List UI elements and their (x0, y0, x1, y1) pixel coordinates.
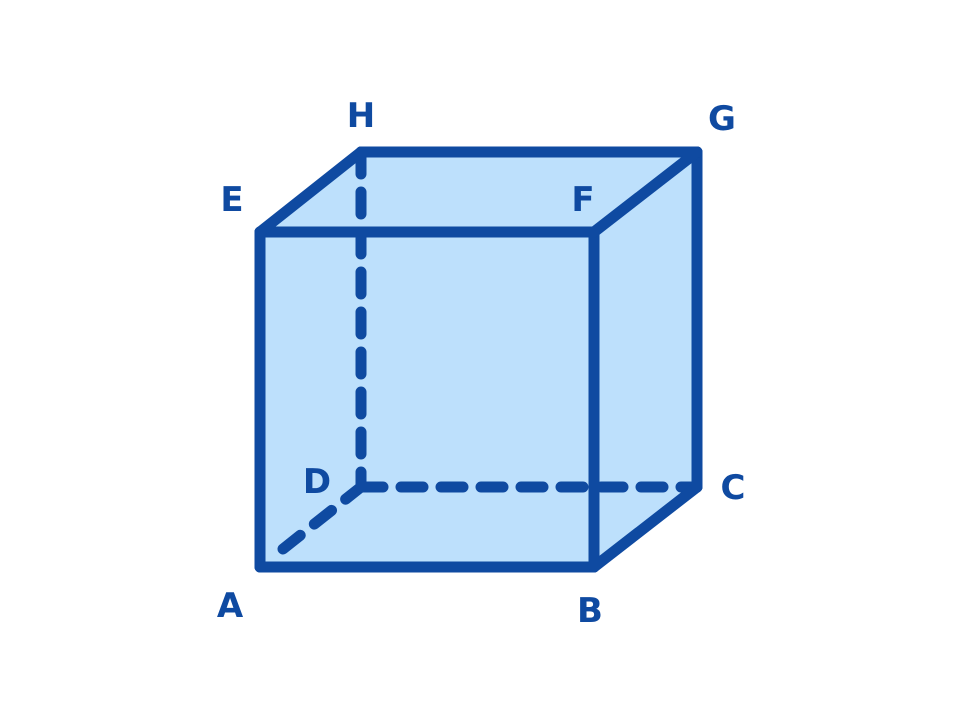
vertex-label-e: E (220, 180, 243, 220)
edge-AD (277, 481, 367, 555)
edge-BC (588, 481, 703, 573)
edge-EH (254, 146, 367, 238)
vertex-label-d: D (303, 462, 331, 502)
face-front (260, 232, 594, 567)
vertex-label-h: H (347, 96, 375, 136)
vertex-label-a: A (217, 586, 244, 626)
vertex-label-c: C (721, 468, 746, 508)
face-top (260, 152, 697, 232)
vertex-label-f: F (571, 180, 594, 220)
vertex-label-b: B (577, 591, 603, 631)
edge-FG (588, 146, 703, 238)
face-right (594, 152, 697, 567)
vertex-label-g: G (708, 99, 736, 139)
